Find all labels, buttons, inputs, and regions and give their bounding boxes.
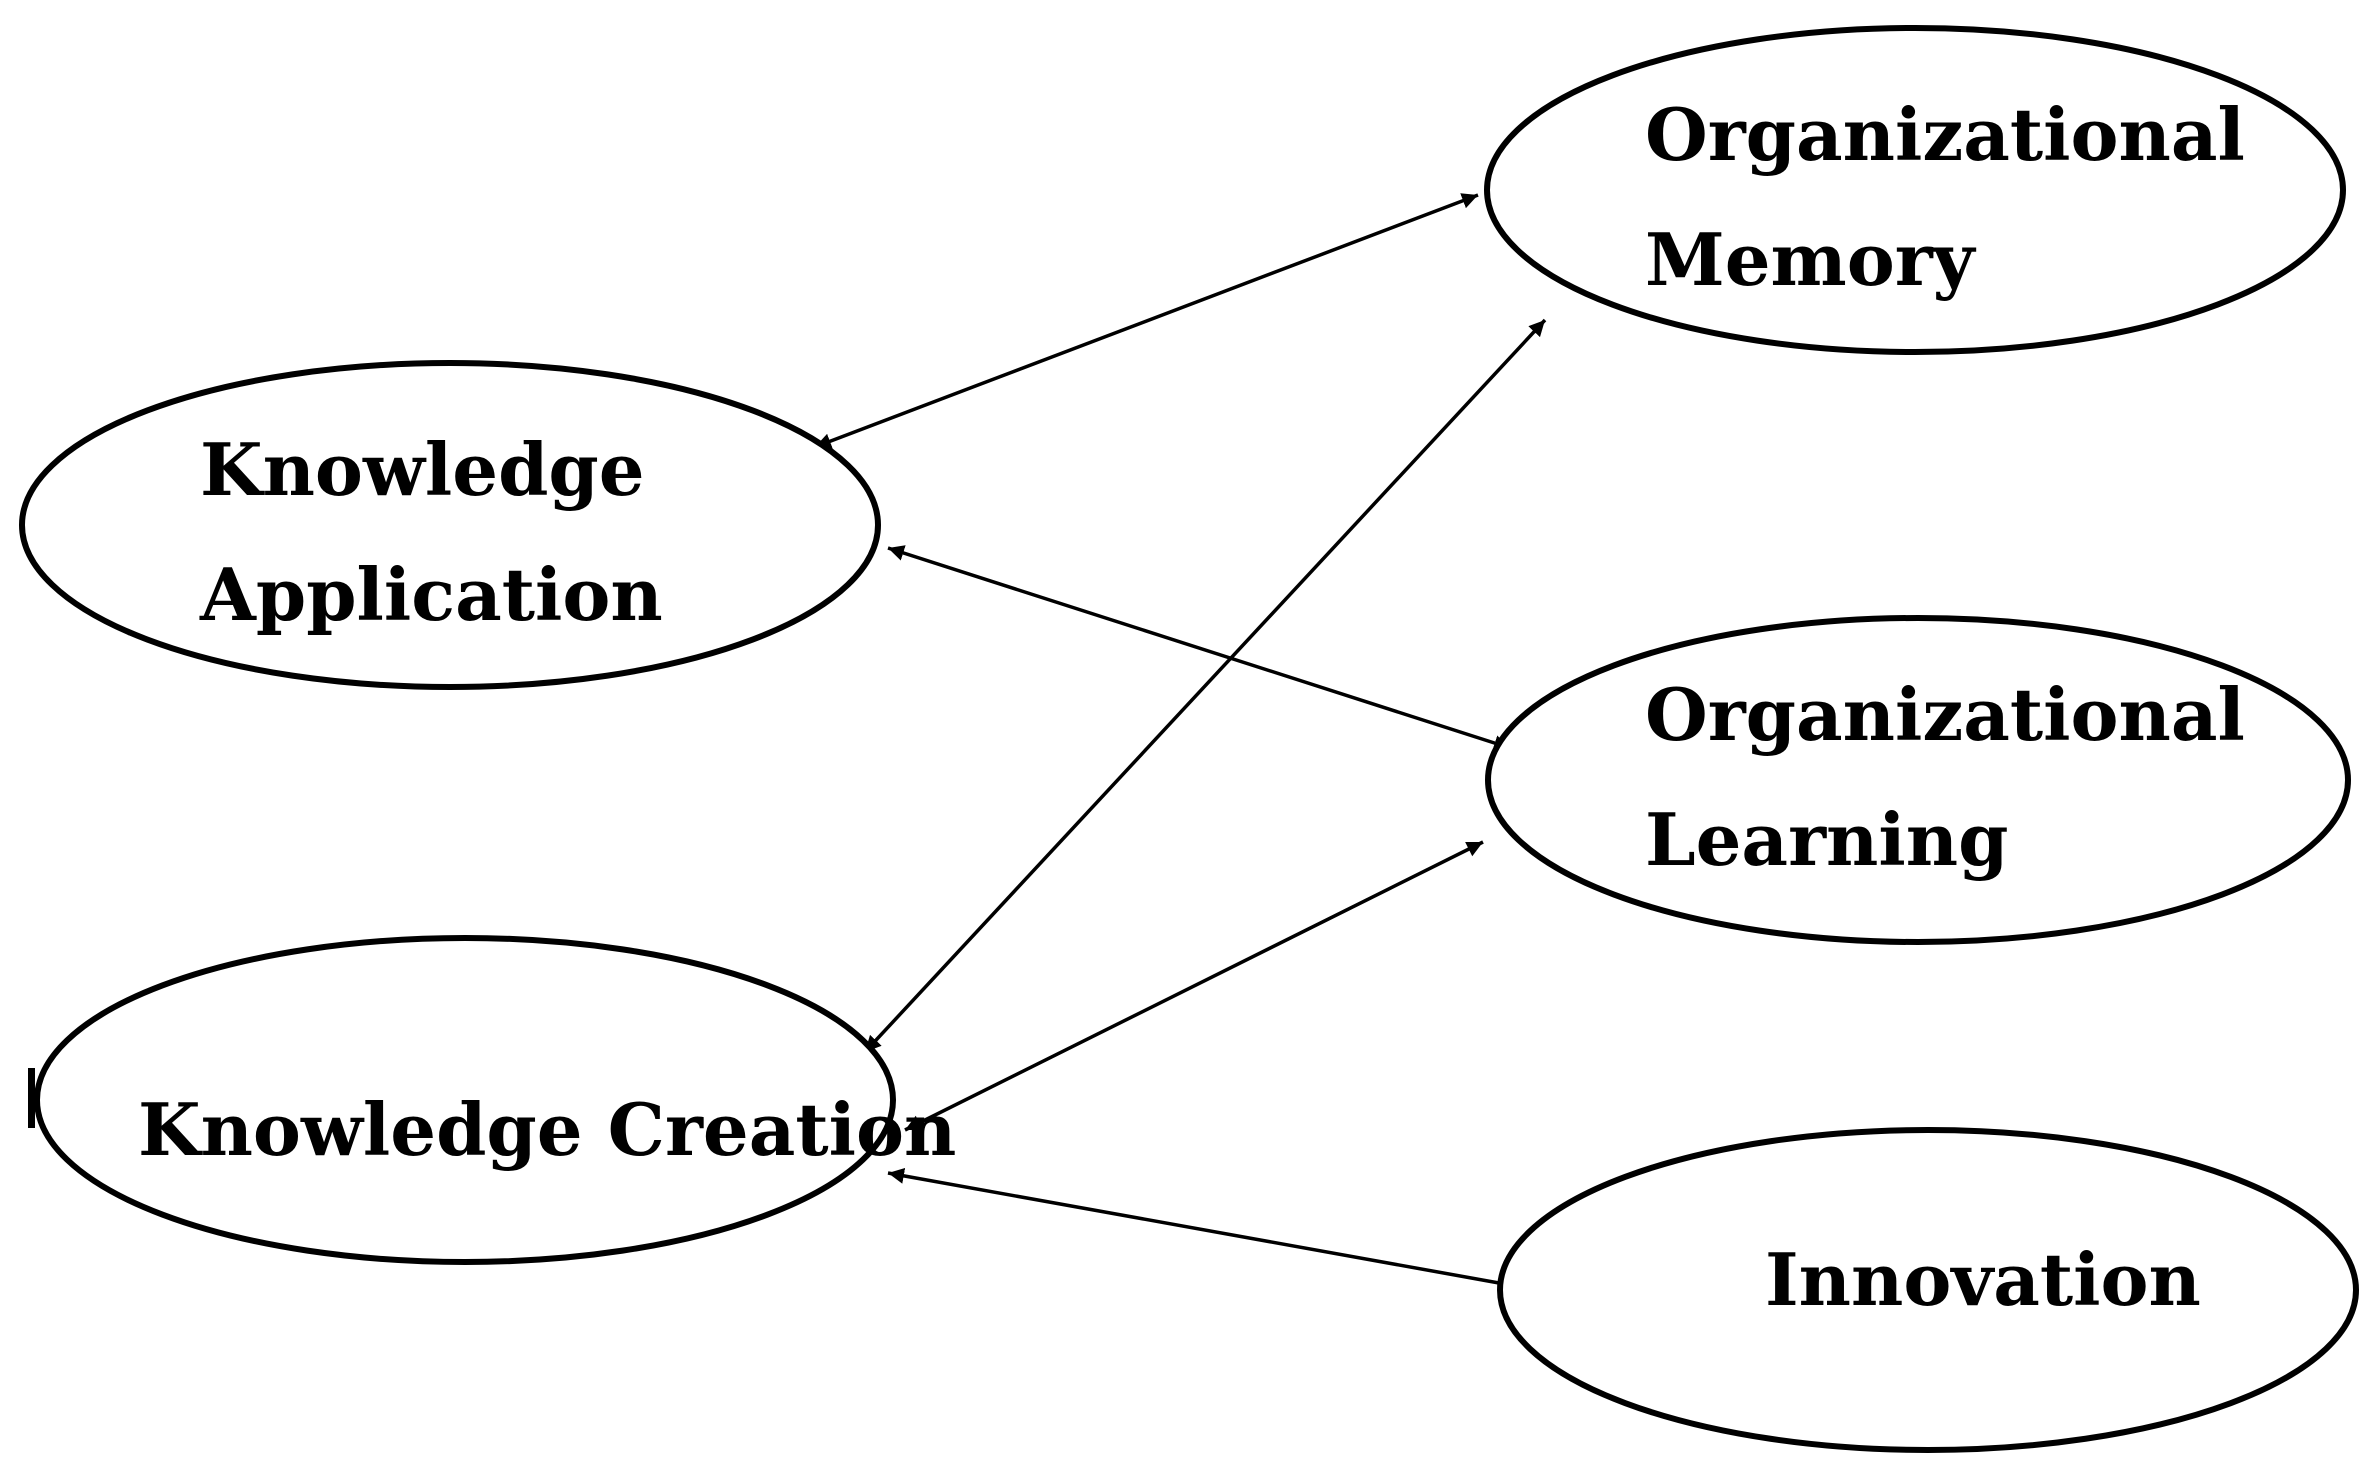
edge-application-learning [887, 545, 1511, 751]
node-innovation: Innovation [1497, 1127, 2359, 1453]
edge-creation-learning [904, 840, 1484, 1132]
edge-creation-innovation [887, 1167, 1539, 1296]
node-memory-line-1: Organizational [1645, 92, 2245, 177]
node-learning-label: Organizational Learning [1645, 672, 2270, 882]
node-creation-ellipse [34, 935, 896, 1265]
node-creation-line-1: Knowledge Creation [138, 1087, 956, 1172]
node-innovation-line-1: Innovation [1765, 1237, 2201, 1322]
node-innovation-label: Innovation [1765, 1237, 2201, 1322]
edge-application-memory [814, 193, 1479, 449]
cropped-fragment [28, 1068, 35, 1128]
node-application-label: Knowledge Application [199, 427, 670, 637]
node-application-ellipse [19, 360, 881, 690]
node-memory-label: Organizational Memory [1645, 92, 2270, 302]
node-application-line-2: Application [199, 552, 663, 637]
node-learning-line-2: Learning [1645, 797, 2008, 882]
node-creation: Knowledge Creation [34, 935, 956, 1265]
edge-creation-memory [863, 318, 1547, 1054]
node-application: Knowledge Application [19, 360, 881, 690]
node-learning: Organizational Learning [1485, 615, 2351, 945]
node-learning-line-1: Organizational [1645, 672, 2245, 757]
node-memory-ellipse [1484, 25, 2346, 355]
node-application-line-1: Knowledge [200, 427, 645, 512]
node-memory-line-2: Memory [1645, 217, 1977, 302]
node-innovation-ellipse [1497, 1127, 2359, 1453]
node-creation-label: Knowledge Creation [138, 1087, 956, 1172]
node-memory: Organizational Memory [1484, 25, 2346, 355]
node-learning-ellipse [1485, 615, 2351, 945]
edges-layer [814, 193, 1547, 1296]
